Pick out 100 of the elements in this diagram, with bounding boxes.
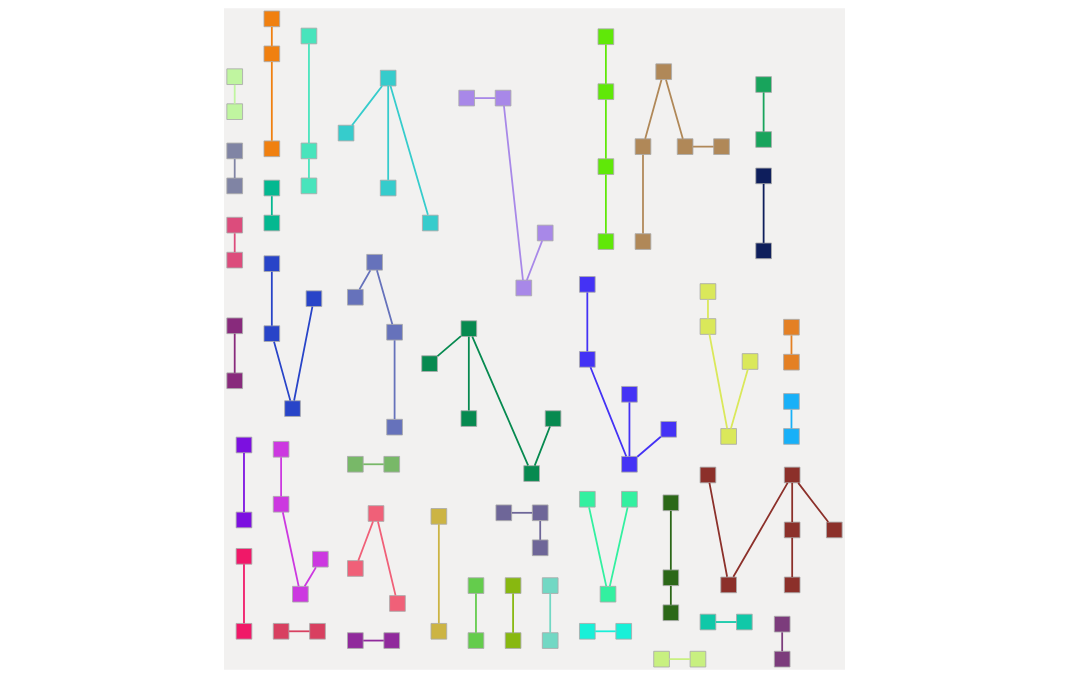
connector	[281, 511, 300, 587]
node-box	[531, 504, 548, 522]
node-box	[712, 138, 730, 155]
node-box	[225, 317, 243, 335]
node-box	[291, 585, 309, 603]
connector	[386, 85, 389, 181]
node-box	[515, 279, 532, 297]
connector	[628, 401, 630, 458]
node-box	[225, 142, 243, 160]
node-box	[662, 569, 679, 587]
node-box	[578, 623, 596, 640]
connector	[604, 43, 607, 85]
connector	[470, 335, 529, 467]
node-box	[620, 386, 638, 403]
connector	[790, 408, 792, 430]
connector	[233, 232, 236, 254]
connector	[307, 43, 310, 144]
node-box	[597, 158, 614, 175]
node-box	[367, 505, 384, 522]
connector	[762, 91, 764, 133]
node-box	[522, 465, 540, 482]
connector	[356, 520, 374, 562]
node-box	[578, 490, 596, 508]
node-box	[365, 254, 383, 271]
node-box	[225, 216, 243, 234]
node-box	[578, 276, 596, 293]
connector	[272, 340, 291, 402]
node-box	[385, 418, 403, 436]
connector	[664, 78, 684, 140]
node-box	[782, 318, 800, 336]
node-box	[541, 632, 558, 649]
node-box	[662, 604, 679, 621]
connector	[691, 145, 714, 148]
connector	[608, 506, 628, 587]
node-box	[379, 69, 396, 87]
node-box	[283, 400, 301, 417]
node-box	[337, 124, 354, 142]
node-box	[719, 576, 737, 594]
connector	[307, 158, 310, 179]
node-box	[263, 214, 280, 232]
connector	[437, 523, 440, 625]
node-box	[754, 76, 772, 93]
node-box	[699, 466, 716, 484]
node-box	[225, 251, 243, 269]
node-box	[504, 632, 521, 649]
connector	[525, 240, 543, 281]
connector	[635, 435, 662, 458]
node-box	[699, 283, 716, 300]
node-box	[719, 428, 737, 445]
connector	[668, 658, 691, 661]
connector	[502, 105, 524, 281]
connector	[270, 26, 273, 47]
connector	[587, 506, 607, 587]
node-box	[346, 456, 364, 473]
connector	[706, 298, 709, 320]
node-box	[388, 595, 406, 612]
connector	[474, 592, 477, 634]
connector	[242, 452, 245, 513]
connector	[790, 536, 793, 578]
node-box	[597, 233, 614, 250]
node-box	[754, 242, 772, 260]
node-box	[379, 179, 396, 197]
node-box	[614, 623, 632, 640]
node-box	[467, 577, 484, 594]
connector	[714, 621, 737, 623]
node-box	[634, 233, 651, 250]
connector	[533, 425, 551, 467]
node-box	[346, 560, 364, 577]
connector	[593, 630, 617, 633]
node-box	[504, 577, 521, 594]
node-box	[311, 550, 329, 568]
connector	[467, 335, 470, 412]
node-box	[599, 585, 616, 603]
connector	[790, 481, 793, 523]
node-box	[346, 288, 364, 306]
connector	[270, 195, 273, 216]
connector	[279, 456, 282, 498]
connector	[233, 158, 236, 179]
connector	[270, 270, 273, 327]
node-box	[385, 323, 403, 341]
node-box	[659, 421, 677, 438]
connector	[538, 520, 541, 541]
node-box	[235, 511, 252, 529]
node-box	[225, 68, 243, 85]
node-box	[754, 167, 772, 185]
connector	[589, 366, 627, 458]
node-box	[263, 140, 280, 158]
connector	[270, 61, 273, 142]
node-box	[263, 10, 280, 28]
node-box	[300, 177, 317, 195]
node-box	[225, 103, 243, 120]
connector	[436, 335, 462, 357]
connector	[669, 509, 672, 571]
node-box	[382, 456, 400, 473]
node-box	[782, 393, 800, 410]
connector	[604, 173, 607, 235]
connector	[796, 481, 829, 523]
node-box	[272, 495, 289, 513]
node-box	[676, 138, 693, 155]
node-box	[741, 353, 758, 370]
